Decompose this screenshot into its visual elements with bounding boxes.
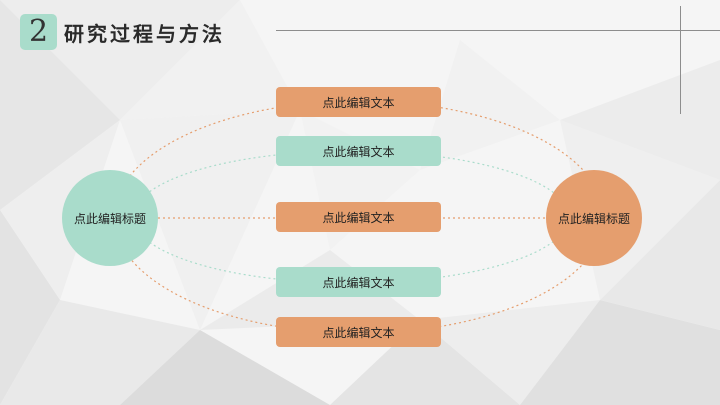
- section-title: 研究过程与方法: [64, 22, 225, 46]
- header-divider: [276, 30, 720, 31]
- text-box-4[interactable]: 点此编辑文本: [276, 267, 441, 297]
- right-title-circle[interactable]: 点此编辑标题: [546, 170, 642, 266]
- text-box-5[interactable]: 点此编辑文本: [276, 317, 441, 347]
- text-box-2[interactable]: 点此编辑文本: [276, 136, 441, 166]
- left-title-circle[interactable]: 点此编辑标题: [62, 170, 158, 266]
- section-number-badge: 2: [20, 14, 57, 50]
- header-vertical-divider: [680, 6, 681, 114]
- text-box-1[interactable]: 点此编辑文本: [276, 87, 441, 117]
- text-box-3[interactable]: 点此编辑文本: [276, 202, 441, 232]
